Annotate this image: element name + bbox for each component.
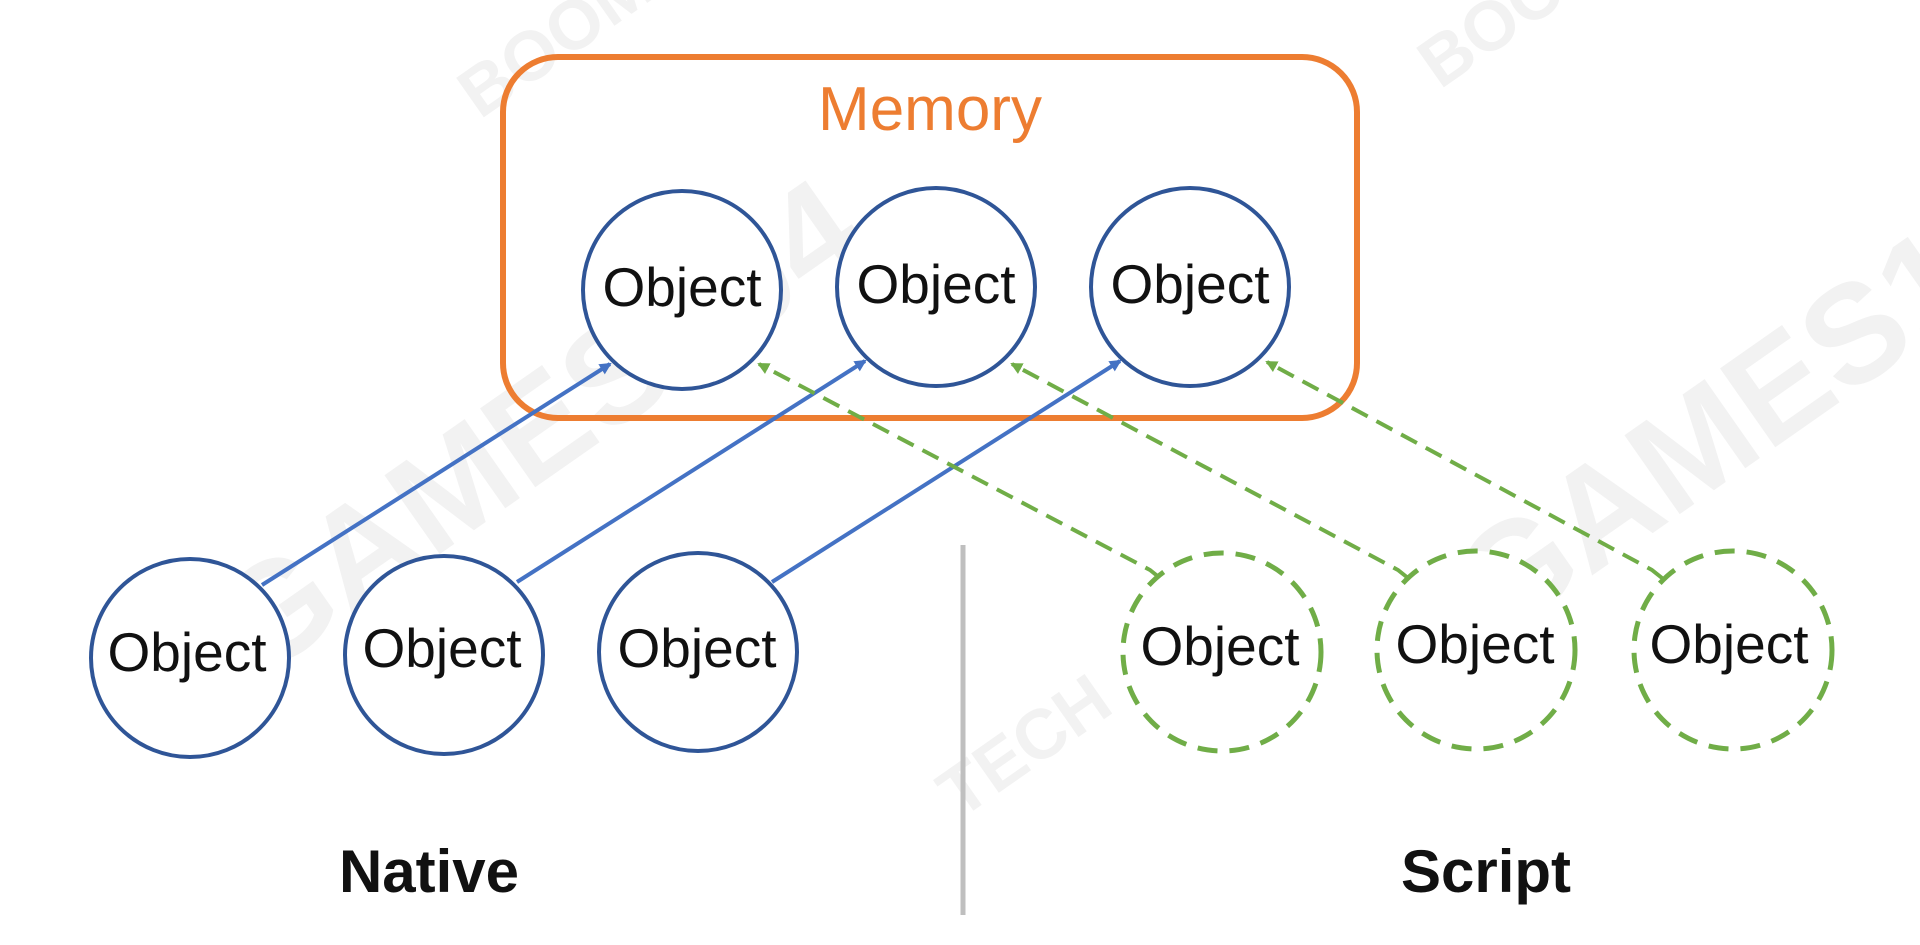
watermark-text-1: BOOMING <box>444 0 769 132</box>
object-label: Object <box>857 253 1016 315</box>
native-reference-arrow-3 <box>770 359 1122 584</box>
script-object-2: Object <box>1374 548 1578 752</box>
object-label: Object <box>618 617 777 679</box>
memory-object-2: Object <box>835 186 1037 388</box>
object-label: Object <box>1111 253 1270 315</box>
script-object-3: Object <box>1631 548 1835 752</box>
object-label: Object <box>1650 613 1809 675</box>
object-circle <box>89 557 291 759</box>
script-reference-arrow-1 <box>757 362 1162 580</box>
object-circle <box>835 186 1037 388</box>
object-label: Object <box>603 256 762 318</box>
script-reference-arrow-2 <box>1010 362 1410 580</box>
object-circle-dashed <box>1120 550 1324 754</box>
memory-object-1: Object <box>581 189 783 391</box>
watermark-text-2: BOOMING <box>1404 0 1729 102</box>
memory-object-3: Object <box>1089 186 1291 388</box>
object-circle <box>343 554 545 756</box>
memory-box <box>500 54 1360 421</box>
native-reference-arrow-2 <box>515 359 867 584</box>
object-circle <box>581 189 783 391</box>
script-object-1: Object <box>1120 550 1324 754</box>
script-reference-arrow-3 <box>1265 360 1664 580</box>
object-label: Object <box>1396 613 1555 675</box>
native-label: Native <box>339 838 519 905</box>
script-label: Script <box>1401 838 1571 905</box>
native-object-2: Object <box>343 554 545 756</box>
native-reference-arrow-1 <box>260 362 612 587</box>
native-object-1: Object <box>89 557 291 759</box>
memory-label: Memory <box>818 75 1042 144</box>
object-circle-dashed <box>1374 548 1578 752</box>
native-object-3: Object <box>597 551 799 753</box>
watermark-text-3: TECH <box>924 659 1125 832</box>
object-circle <box>1089 186 1291 388</box>
object-circle <box>597 551 799 753</box>
object-label: Object <box>363 617 522 679</box>
object-label: Object <box>1141 615 1300 677</box>
object-circle-dashed <box>1631 548 1835 752</box>
object-label: Object <box>108 621 267 683</box>
